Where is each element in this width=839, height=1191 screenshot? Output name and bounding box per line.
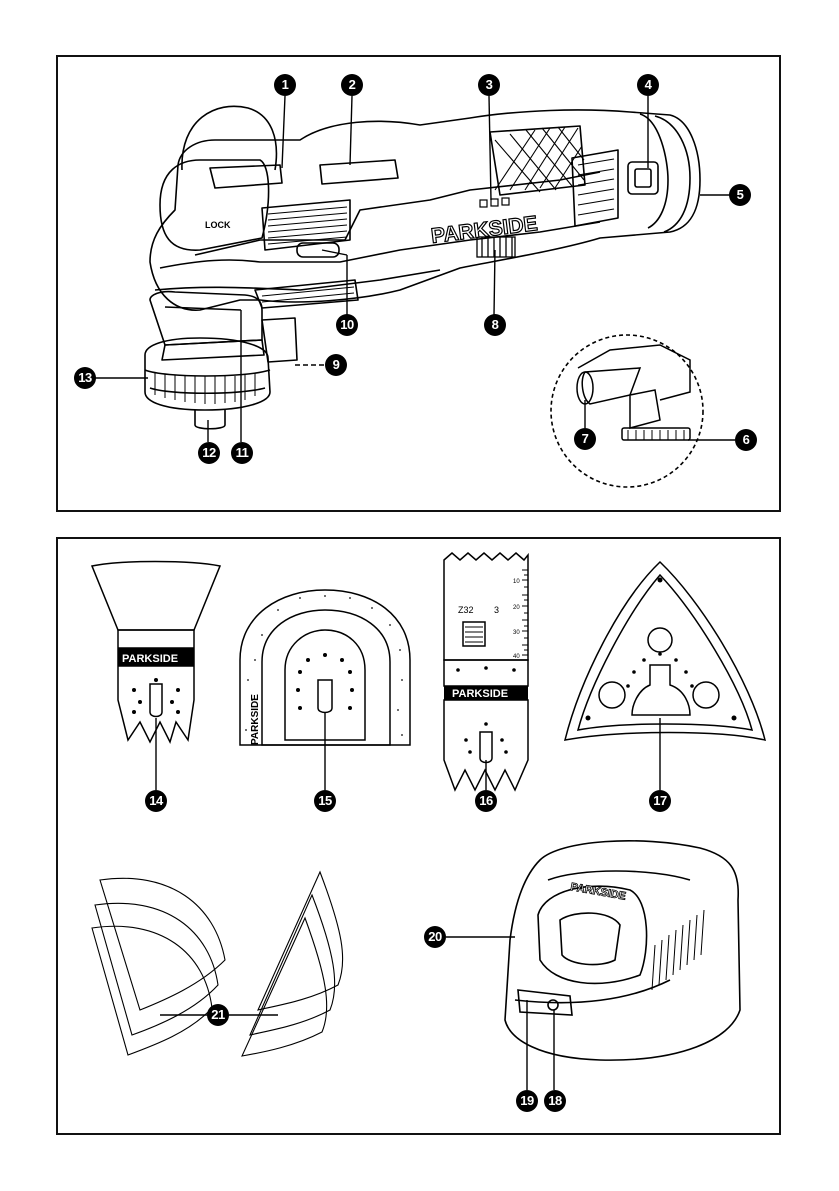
callout-18: 18 xyxy=(544,1090,566,1112)
callout-16: 16 xyxy=(475,790,497,812)
segment-grit xyxy=(245,595,403,736)
leader-lines-bottom xyxy=(156,712,660,1090)
plunge-holes xyxy=(456,666,516,754)
callout-20: 20 xyxy=(424,926,446,948)
blade-model: Z32 xyxy=(458,605,474,615)
segment-holes xyxy=(296,653,354,710)
ruler-30: 30 xyxy=(513,630,520,636)
charger-vents xyxy=(652,910,704,990)
charger xyxy=(505,841,740,1060)
delta-pad xyxy=(565,562,765,740)
scraper-brand: PARKSIDE xyxy=(122,653,178,665)
plunge-blade xyxy=(444,553,528,790)
plunge-brand: PARKSIDE xyxy=(452,688,508,700)
callout-21: 21 xyxy=(207,1004,229,1026)
blade-spec: 3 xyxy=(494,605,499,615)
ruler-20: 20 xyxy=(513,605,520,611)
ruler-10: 10 xyxy=(513,579,520,585)
ruler-40: 40 xyxy=(513,654,520,660)
charger-brand: PARKSIDE xyxy=(569,881,626,903)
segment-brand: PARKSIDE xyxy=(250,694,261,745)
callout-15: 15 xyxy=(314,790,336,812)
callout-14: 14 xyxy=(145,790,167,812)
sanding-sheets xyxy=(92,872,343,1056)
callout-19: 19 xyxy=(516,1090,538,1112)
callout-17: 17 xyxy=(649,790,671,812)
